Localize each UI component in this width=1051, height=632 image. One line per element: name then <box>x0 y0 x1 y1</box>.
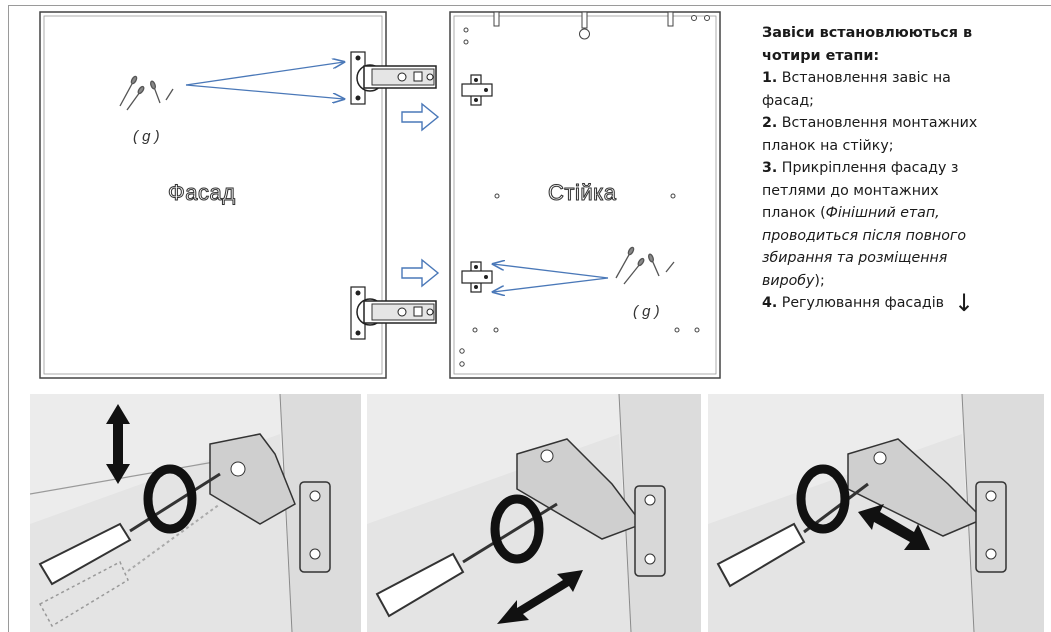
step-number: 2. <box>762 115 778 131</box>
top-rule <box>8 5 1051 6</box>
instructions-text: Завіси встановлюються в чотири етапи: 1.… <box>762 22 1047 315</box>
adjustment-photo-lateral <box>708 394 1044 632</box>
step-3: 3. Прикріплення фасаду з <box>762 157 1047 180</box>
step-3-end: виробу); <box>762 270 1047 293</box>
instructions-title-line: Завіси встановлюються в <box>762 25 973 41</box>
mounting-plate-icon <box>461 261 493 293</box>
screws-icon <box>119 75 174 111</box>
step-number: 3. <box>762 160 778 176</box>
left-rule <box>8 5 9 632</box>
outline-arrow-icon <box>401 102 440 132</box>
step-1-cont: фасад; <box>762 92 814 109</box>
stile-panel <box>449 11 721 379</box>
step-text: планок ( <box>762 205 826 221</box>
arrow-lines <box>185 62 609 292</box>
step-note: Фінішний етап, <box>825 205 940 221</box>
step-note: проводиться після повного <box>762 227 967 244</box>
rotate-arrow-icon <box>490 494 544 564</box>
double-arrow-icon <box>858 504 930 550</box>
screws-label: ( g ) <box>633 303 660 320</box>
screwdriver-icon <box>375 502 558 618</box>
hinge-icon <box>209 433 331 573</box>
rotate-arrow-icon <box>796 464 850 534</box>
step-note: виробу <box>762 272 815 289</box>
step-3-cont: петлями до монтажних <box>762 182 939 199</box>
step-4: 4. Регулювання фасадів ↓ <box>762 289 1047 317</box>
rotate-arrow-icon <box>143 464 197 534</box>
step-number: 4. <box>762 295 778 311</box>
step-1: 1. Встановлення завіс на <box>762 67 1047 90</box>
step-text: ); <box>814 272 825 289</box>
facade-panel <box>39 11 387 379</box>
step-note: збирання та розміщення <box>762 250 948 266</box>
outline-arrow-icon <box>401 258 440 288</box>
step-2: 2. Встановлення монтажних <box>762 112 1047 135</box>
instructions-title-line: чотири етапи: <box>762 47 880 64</box>
hinge-icon <box>516 438 666 577</box>
adjustment-illustration <box>367 394 701 632</box>
adjustment-photo-depth <box>367 394 701 632</box>
down-arrow-icon: ↓ <box>954 289 975 317</box>
step-text: Встановлення завіс на <box>777 70 951 86</box>
screws-icon <box>615 246 675 285</box>
step-3-cont: планок (Фінішний етап, <box>762 202 1047 225</box>
adjustment-illustration <box>708 394 1044 632</box>
step-text: Регулювання фасадів <box>777 295 945 311</box>
hinge-icon <box>350 51 437 105</box>
step-text: Встановлення монтажних <box>777 115 978 131</box>
screwdriver-icon <box>38 472 221 628</box>
adjustment-photo-vertical <box>30 394 361 632</box>
assembly-diagram <box>39 11 721 379</box>
screws-label: ( g ) <box>133 128 160 145</box>
hinge-icon <box>350 286 437 340</box>
step-2-cont: планок на стійку; <box>762 137 894 154</box>
mounting-plate-icon <box>461 74 493 106</box>
stile-label: Стійка <box>547 180 617 206</box>
step-text: Прикріплення фасаду з <box>777 160 959 176</box>
step-number: 1. <box>762 70 778 86</box>
adjustment-illustration <box>30 394 361 632</box>
double-arrow-icon <box>497 570 583 624</box>
facade-label: Фасад <box>168 180 236 206</box>
double-arrow-icon <box>106 404 130 484</box>
